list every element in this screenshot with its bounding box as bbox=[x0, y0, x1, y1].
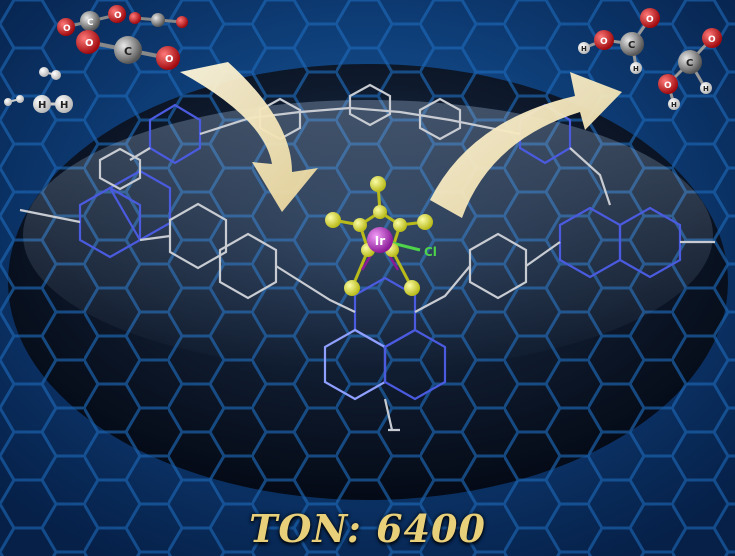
chlorine-label: Cl bbox=[424, 245, 437, 259]
svg-text:O: O bbox=[85, 38, 94, 49]
svg-text:C: C bbox=[628, 40, 635, 51]
formic-acid-molecule-icon: C O O H H C O O H H bbox=[578, 8, 722, 110]
svg-text:H: H bbox=[38, 100, 46, 111]
svg-text:H: H bbox=[60, 100, 68, 111]
svg-text:O: O bbox=[664, 81, 672, 91]
svg-text:O: O bbox=[114, 11, 122, 21]
svg-text:O: O bbox=[708, 35, 716, 45]
h2-molecule-icon: H H bbox=[4, 67, 73, 113]
svg-text:O: O bbox=[600, 37, 608, 47]
svg-text:C: C bbox=[87, 18, 94, 28]
co2-molecule-icon: O C O O C O bbox=[57, 5, 188, 70]
triazine-framework bbox=[19, 83, 715, 432]
svg-text:H: H bbox=[633, 65, 639, 73]
iridium-label: Ir bbox=[375, 234, 385, 248]
svg-text:C: C bbox=[124, 45, 132, 58]
ton-label: TON: 6400 bbox=[249, 506, 486, 551]
reaction-arrow-icon bbox=[180, 62, 318, 212]
svg-text:O: O bbox=[165, 54, 174, 65]
svg-text:O: O bbox=[646, 15, 654, 25]
svg-text:H: H bbox=[703, 85, 709, 93]
svg-text:O: O bbox=[63, 24, 71, 34]
svg-text:H: H bbox=[671, 101, 677, 109]
framework-disc bbox=[8, 64, 728, 500]
svg-text:C: C bbox=[686, 58, 693, 69]
reaction-arrow-icon bbox=[430, 72, 622, 218]
iridium-complex-icon: Ir Cl bbox=[325, 176, 437, 296]
svg-text:H: H bbox=[581, 45, 587, 53]
